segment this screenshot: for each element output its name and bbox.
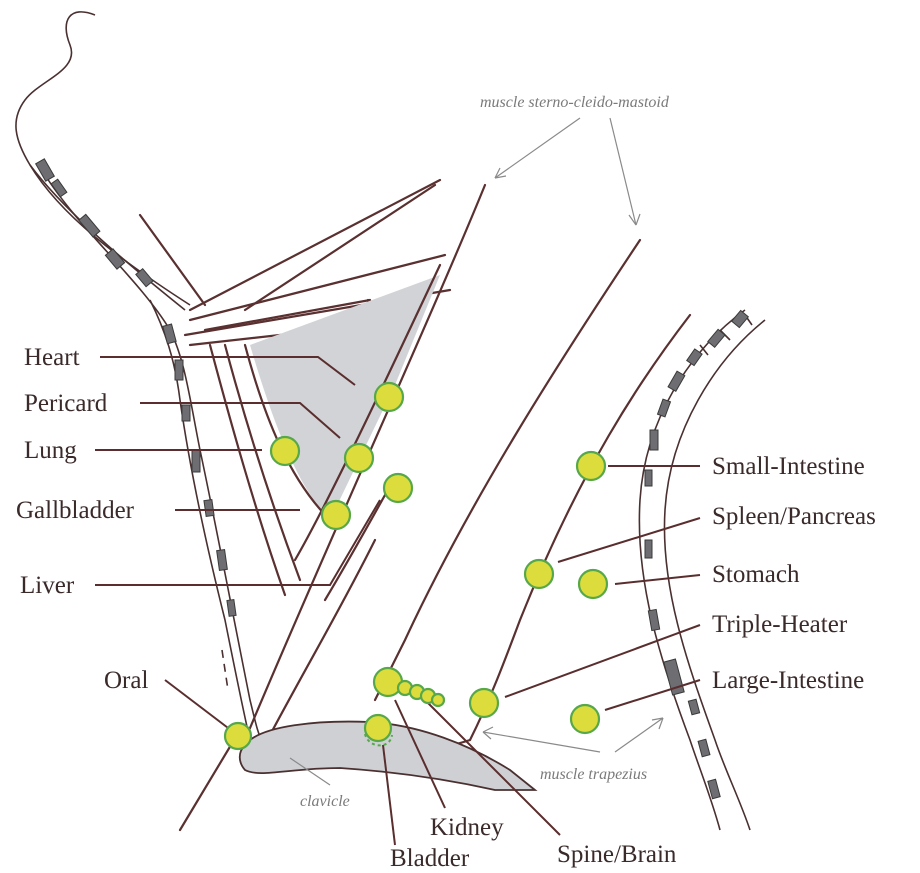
scm-muscle-label: muscle sterno-cleido-mastoid [480,94,670,111]
label-stomach: Stomach [712,561,800,588]
label-spleen-pancreas: Spleen/Pancreas [712,503,876,530]
label-large-intestine: Large-Intestine [712,667,864,694]
label-gallbladder: Gallbladder [16,497,135,524]
label-oral: Oral [104,667,148,694]
acupoint-pericard [345,444,373,472]
label-pericard: Pericard [24,390,108,417]
acupoint-small-intestine [577,452,605,480]
acupoint-bladder [365,715,391,741]
acupoint-stomach [579,570,607,598]
acupoint-triple-heater [470,689,498,717]
trapezius-muscle-label: muscle trapezius [540,766,647,783]
acupoint-heart [375,383,403,411]
acupoint-spleen-pancreas [525,560,553,588]
label-lung: Lung [24,437,77,464]
label-kidney: Kidney [430,814,504,841]
scm-pointer-arrows [495,118,640,225]
label-heart: Heart [24,344,80,371]
acupoint-kidney [374,668,402,696]
clavicle-label: clavicle [300,793,350,810]
label-triple-heater: Triple-Heater [712,611,848,638]
trapezius-front-line [470,315,690,740]
label-spine-brain: Spine/Brain [557,841,677,868]
acupoints [225,383,607,749]
acupoint-oral [225,723,251,749]
acupoint-spine-4 [432,694,444,706]
acupoint-large-intestine [571,705,599,733]
acupoint-lung [271,437,299,465]
organ-labels: Heart Pericard Lung Gallbladder Liver Or… [16,344,876,872]
neck-outline [16,12,262,740]
label-liver: Liver [20,572,75,599]
acupoint-gallbladder [322,501,350,529]
acupoint-liver [384,474,412,502]
label-bladder: Bladder [390,845,470,872]
label-small-intestine: Small-Intestine [712,453,865,480]
